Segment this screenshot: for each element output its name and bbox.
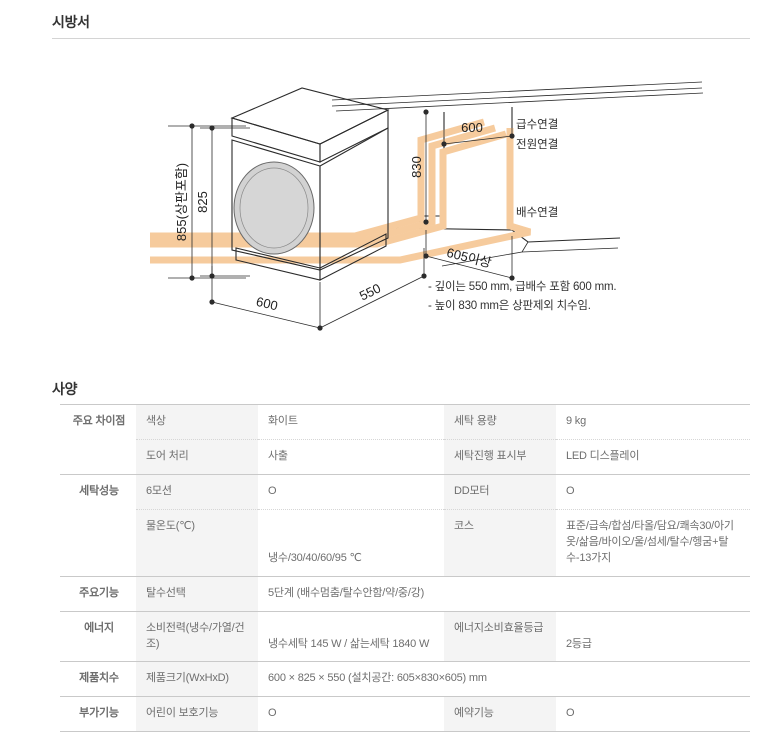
callout-water-supply: 급수연결 [516, 118, 558, 131]
table-row: 도어 처리 사출 세탁진행 표시부 LED 디스플레이 [60, 438, 750, 475]
dimension-notes: - 깊이는 550 mm, 급배수 포함 600 mm. - 높이 830 mm… [428, 278, 617, 316]
row-sub-label-2: 에너지소비효율등급 [444, 610, 556, 662]
row-value: 냉수세탁 145 W / 삶는세탁 1840 W [258, 610, 444, 662]
row-sub-label: 어린이 보호기능 [136, 696, 258, 732]
table-row: 물온도(℃) 냉수/30/40/60/95 ℃ 코스 표준/급속/합섬/타올/담… [60, 508, 750, 577]
row-sub-label: 소비전력(냉수/가열/건조) [136, 610, 258, 662]
row-category: 부가기능 [60, 696, 136, 732]
row-value: 사출 [258, 438, 444, 475]
row-sub-label-2: DD모터 [444, 473, 556, 510]
row-value-2: 표준/급속/합섬/타올/담요/쾌속30/아기옷/삶음/바이오/울/섬세/탈수/헹… [556, 508, 750, 577]
dimension-note-height: - 높이 830 mm은 상판제외 치수임. [428, 299, 591, 312]
countertop-lines [331, 81, 704, 112]
dim-height-body: 825 [195, 191, 210, 213]
row-value-2: O [556, 473, 750, 510]
row-value: O [258, 473, 444, 510]
table-row: 주요기능 탈수선택 5단계 (배수멈춤/탈수안함/약/중/강) [60, 575, 750, 612]
row-value-2: O [556, 696, 750, 732]
row-sub-label: 제품크기(WxHxD) [136, 661, 258, 697]
table-row: 세탁성능 6모션 O DD모터 O [60, 473, 750, 577]
row-sub-label: 6모션 [136, 473, 258, 510]
row-category: 주요기능 [60, 575, 136, 612]
heading-divider [52, 38, 750, 39]
row-value-2: 9 kg [556, 404, 750, 440]
dim-height-with-top: 855(상판포함) [174, 163, 189, 241]
row-category: 에너지 [60, 610, 136, 662]
dim-niche-height: 830 [409, 156, 424, 178]
dim-width-front: 600 [255, 294, 280, 313]
dimension-height-group: 855(상판포함) 825 [168, 123, 250, 281]
row-category: 주요 차이점 [60, 404, 136, 475]
row-sub-label-2: 예약기능 [444, 696, 556, 732]
pipe-routes [150, 118, 532, 264]
row-value: O [258, 696, 444, 732]
row-value-2: 2등급 [556, 610, 750, 662]
dimension-niche-group: 600 830 605이상 [409, 107, 515, 281]
dimension-note-depth: - 깊이는 550 mm, 급배수 포함 600 mm. [428, 281, 617, 293]
row-sub-label-2: 세탁진행 표시부 [444, 438, 556, 475]
row-sub-label: 도어 처리 [136, 438, 258, 475]
callout-power: 전원연결 [516, 137, 558, 151]
table-row: 부가기능 어린이 보호기능 O 예약기능 O [60, 696, 750, 732]
page-title-specs: 사양 [52, 381, 78, 397]
row-category: 제품치수 [60, 661, 136, 697]
page-title-specification: 시방서 [52, 14, 90, 30]
row-sub-label-2: 세탁 용량 [444, 404, 556, 440]
row-category: 세탁성능 [60, 473, 136, 577]
table-row: 주요 차이점 색상 화이트 세탁 용량 9 kg [60, 404, 750, 475]
row-sub-label: 색상 [136, 404, 258, 440]
dim-niche-width: 600 [461, 120, 483, 135]
row-sub-label: 물온도(℃) [136, 508, 258, 577]
installation-diagram: .ln { stroke:#2b2b2b; stroke-width:1.1; … [150, 70, 710, 340]
washing-machine-body [230, 87, 390, 281]
row-value: 600 × 825 × 550 (설치공간: 605×830×605) mm [258, 661, 750, 697]
table-row: 제품치수 제품크기(WxHxD) 600 × 825 × 550 (설치공간: … [60, 661, 750, 697]
callout-drain: 배수연결 [516, 206, 558, 219]
dim-depth-side: 550 [357, 280, 383, 303]
specification-table: 주요 차이점 색상 화이트 세탁 용량 9 kg 도어 처리 사출 세탁진행 표… [60, 404, 750, 732]
row-sub-label-2: 코스 [444, 508, 556, 577]
row-value: 5단계 (배수멈춤/탈수안함/약/중/강) [258, 575, 750, 612]
callout-labels: 급수연결 전원연결 배수연결 [516, 118, 558, 219]
row-value-2: LED 디스플레이 [556, 438, 750, 475]
row-value: 화이트 [258, 404, 444, 440]
row-value: 냉수/30/40/60/95 ℃ [258, 508, 444, 577]
row-sub-label: 탈수선택 [136, 575, 258, 612]
table-row: 에너지 소비전력(냉수/가열/건조) 냉수세탁 145 W / 삶는세탁 184… [60, 610, 750, 662]
